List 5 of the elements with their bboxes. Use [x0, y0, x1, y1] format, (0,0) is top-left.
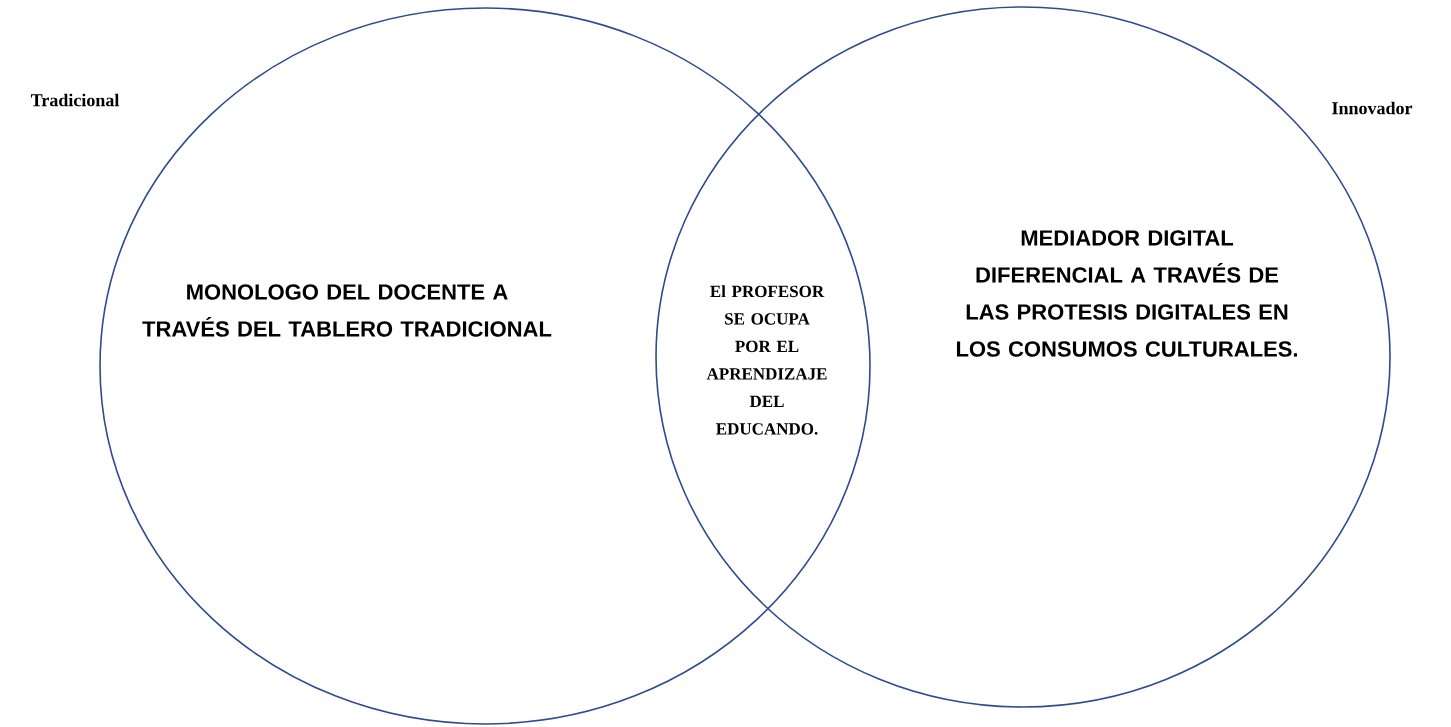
overlap-text: El PROFESOR SE OCUPA POR EL APRENDIZAJE DEL EDUCANDO.: [706, 285, 827, 435]
heading: Tradicional: [30, 93, 120, 107]
circle-text: MEDIADOR DIGITAL DIFERENCIAL A TRAVÉS DE LAS PROTESIS DIGITALES EN LOS CONSUMOS CULTURALES.: [956, 230, 1297, 357]
circle-text: MONOLOGO DEL DOCENTE A TRAVÉS DEL TABLERO TRADICIONAL: [142, 284, 552, 337]
heading: Innovador: [1332, 101, 1413, 115]
